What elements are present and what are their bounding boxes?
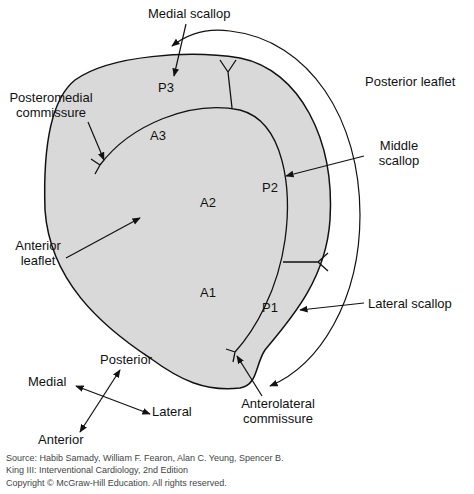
coaptation-line xyxy=(91,159,100,174)
scallop-name: Medial scallop xyxy=(148,6,258,21)
scallop-label: A2 xyxy=(200,195,216,210)
scallop-label: P2 xyxy=(262,180,278,195)
commissure-name: Posteromedial commissure xyxy=(0,90,102,120)
direction-label: Posterior xyxy=(100,352,170,367)
scallop-label: P3 xyxy=(158,80,174,95)
copyright-note: Copyright © McGraw-Hill Education. All r… xyxy=(6,478,326,489)
direction-label: Anterior xyxy=(38,432,98,447)
scallop-name: Lateral scallop xyxy=(368,296,472,311)
direction-label: Medial xyxy=(28,374,88,389)
coaptation-line xyxy=(100,108,287,352)
scallop-label: A1 xyxy=(200,285,216,300)
compass-arrow xyxy=(80,370,120,432)
scallop-name: Middle scallop xyxy=(364,138,434,168)
coaptation-line xyxy=(220,60,236,108)
leaflet-name: Posterior leaflet xyxy=(365,74,473,89)
source-caption: Source: Habib Samady, William F. Fearon,… xyxy=(6,452,291,476)
posterior-bracket xyxy=(172,30,230,46)
coaptation-line xyxy=(283,253,328,271)
leader-arrow xyxy=(300,303,364,310)
compass-arrow xyxy=(76,386,150,414)
leaflet-name: Anterior leaflet xyxy=(2,238,74,268)
scallop-label: A3 xyxy=(150,128,166,143)
commissure-name: Anterolateral commissure xyxy=(226,396,330,426)
coaptation-line xyxy=(226,349,235,362)
scallop-label: P1 xyxy=(262,300,278,315)
direction-label: Lateral xyxy=(152,404,212,419)
